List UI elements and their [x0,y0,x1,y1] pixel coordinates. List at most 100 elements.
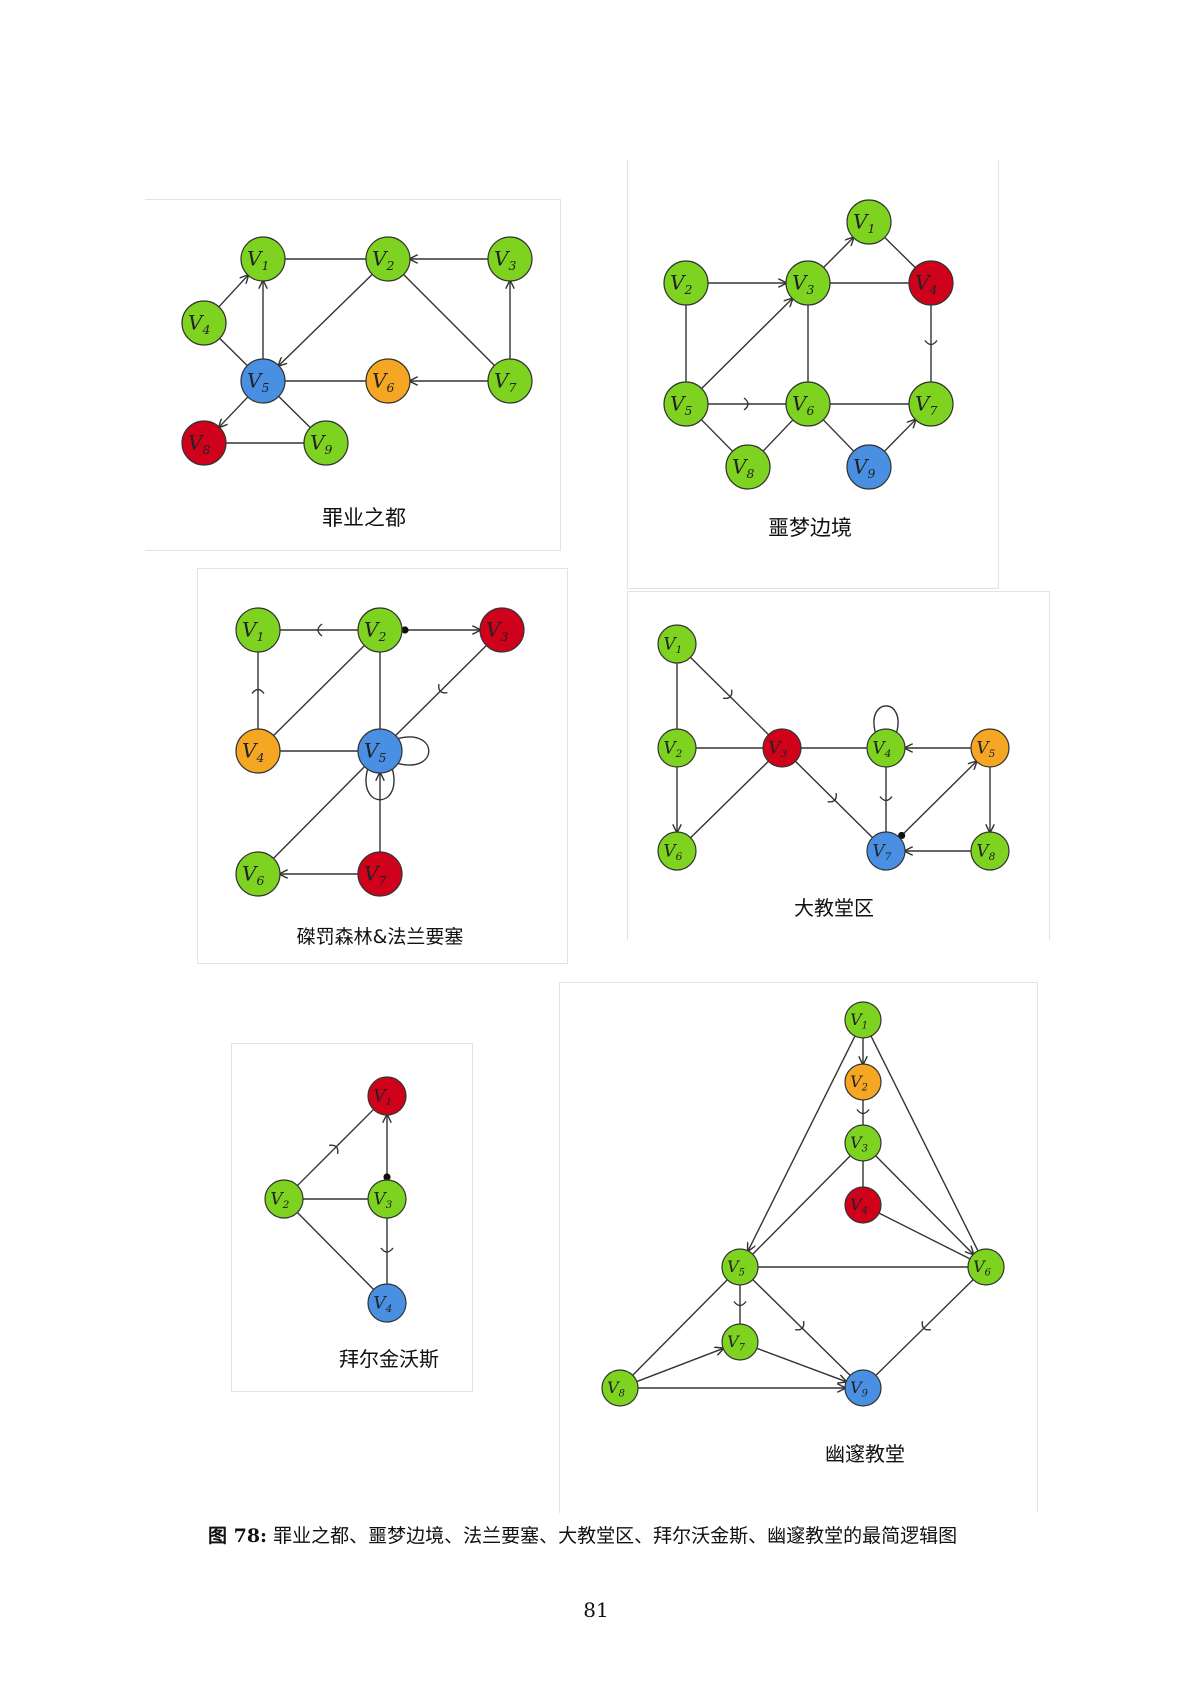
dajiao-node-v7-subscript: 7 [885,851,892,863]
jiefa-edges [251,623,487,874]
dajiao-node-v2-subscript: 2 [675,748,683,760]
yousui-edge-v5-v9-oneway-mark [795,1321,805,1331]
emeng-node-v7-subscript: 7 [929,403,937,418]
emeng-node-v2-subscript: 2 [683,282,692,297]
jiefa-node-v7-circle [357,851,403,897]
jiefa-node-v1: V1 [235,607,281,653]
yousui-node-v5-circle [721,1248,759,1286]
yousui-edge-v2-v3-oneway-mark [856,1109,870,1115]
zuiye-node-v7-subscript: 7 [508,380,516,395]
zuiye-node-v4: V4 [181,300,227,346]
graph-label-baier: 拜尔金沃斯 [339,1347,439,1371]
yousui-node-v4-circle [844,1186,882,1224]
panel-yousui [559,982,1038,1513]
dajiao-node-v4-subscript: 4 [884,748,892,760]
zuiye-node-v7: V7 [487,358,533,404]
figure-caption: 图 78: 罪业之都、噩梦边境、法兰要塞、大教堂区、拜尔沃金斯、幽邃教堂的最简逻… [208,1521,957,1548]
emeng-edge-v5-v6-oneway-mark [743,397,749,411]
emeng-node-v2: V2 [663,260,709,306]
jiefa-edge-v3-v5 [395,644,487,737]
baier-node-v2: V2 [264,1179,304,1219]
yousui-node-v2: V2 [844,1063,882,1101]
emeng-node-v7-circle [908,381,954,427]
jiefa-node-v2: V2 [357,607,403,653]
yousui-node-v3-subscript: 3 [862,1144,868,1155]
zuiye-node-v1-subscript: 1 [261,258,269,273]
zuiye-node-v1: V1 [240,236,286,282]
dajiao-edge-v7-v5 [899,761,976,839]
caption-text: 罪业之都、噩梦边境、法兰要塞、大教堂区、拜尔沃金斯、幽邃教堂的最简逻辑图 [273,1525,958,1547]
emeng-node-v5-subscript: 5 [684,403,692,418]
zuiye-node-v3-circle [487,236,533,282]
emeng-node-v5: V5 [663,381,709,427]
yousui-edge-v6-v9 [875,1279,974,1376]
zuiye-node-v6: V6 [365,358,411,404]
jiefa-edge-v4-v2 [273,644,365,737]
jiefa-edge-v3-v5-oneway-mark [438,684,448,694]
yousui-node-v2-circle [844,1063,882,1101]
emeng-node-v9: V9 [846,444,892,490]
dajiao-node-v6-circle [657,831,697,871]
jiefa-node-v4-subscript: 4 [255,750,264,765]
zuiye-node-v1-circle [240,236,286,282]
yousui-node-v8-circle [601,1369,639,1407]
jiefa-node-v3-subscript: 3 [500,629,508,644]
panel-baier [231,1043,473,1392]
graph-label-yousui: 幽邃教堂 [825,1442,905,1466]
yousui-node-v1-subscript: 1 [862,1021,868,1032]
emeng-node-v3-circle [785,260,831,306]
emeng-node-v1-circle [846,199,892,245]
baier-edge-v2-v1-oneway-mark [329,1144,339,1154]
jiefa-node-v6-subscript: 6 [256,873,264,888]
dajiao-node-v7: V7 [866,831,906,871]
yousui-edges [632,1035,979,1388]
baier-edges [296,1108,394,1290]
zuiye-node-v9-subscript: 9 [324,442,332,457]
baier-edge-v3-v1-dot [383,1173,391,1181]
yousui-node-v4: V4 [844,1186,882,1224]
caption-prefix: 图 78: [208,1525,268,1547]
emeng-edge-v1-v4 [884,236,916,269]
jiefa-edge-v5-v5-loop-south [365,768,395,801]
yousui-node-v8: V8 [601,1369,639,1407]
yousui-edge-v1-v5 [748,1035,856,1251]
dajiao-node-v5: V5 [970,728,1010,768]
emeng-node-v4-subscript: 4 [928,282,937,297]
dajiao-edge-v3-v7 [795,760,873,839]
zuiye-node-v4-subscript: 4 [201,322,210,337]
jiefa-node-v4-circle [235,728,281,774]
baier-node-v3-subscript: 3 [386,1199,393,1211]
emeng-node-v8-subscript: 8 [746,466,754,481]
yousui-edge-v5-v9 [752,1279,851,1376]
emeng-node-v6-circle [785,381,831,427]
jiefa-node-v3-circle [479,607,525,653]
yousui-edge-v4-v6 [878,1212,971,1260]
yousui-edge-v3-v6 [875,1155,974,1254]
dajiao-edge-v4-v4-loop-north [873,705,899,733]
emeng-node-v3-subscript: 3 [806,282,814,297]
baier-node-v1: V1 [367,1076,407,1116]
yousui-edge-v6-v9-oneway-mark [921,1321,931,1331]
panel-dajiao [627,591,1050,940]
yousui-node-v6: V6 [967,1248,1005,1286]
zuiye-node-v8-subscript: 8 [202,442,210,457]
emeng-edge-v6-v9 [822,419,855,452]
zuiye-node-v5: V5 [240,358,286,404]
zuiye-node-v2-circle [365,236,411,282]
emeng-edge-v9-v7 [883,420,915,452]
dajiao-edge-v1-v3-oneway-mark [723,689,733,700]
emeng-node-v4-circle [908,260,954,306]
emeng-node-v4: V4 [908,260,954,306]
dajiao-node-v6: V6 [657,831,697,871]
zuiye-edge-v2-v7 [403,274,495,366]
yousui-node-v9-circle [844,1369,882,1407]
jiefa-node-v1-circle [235,607,281,653]
yousui-node-v8-subscript: 8 [619,1389,625,1400]
